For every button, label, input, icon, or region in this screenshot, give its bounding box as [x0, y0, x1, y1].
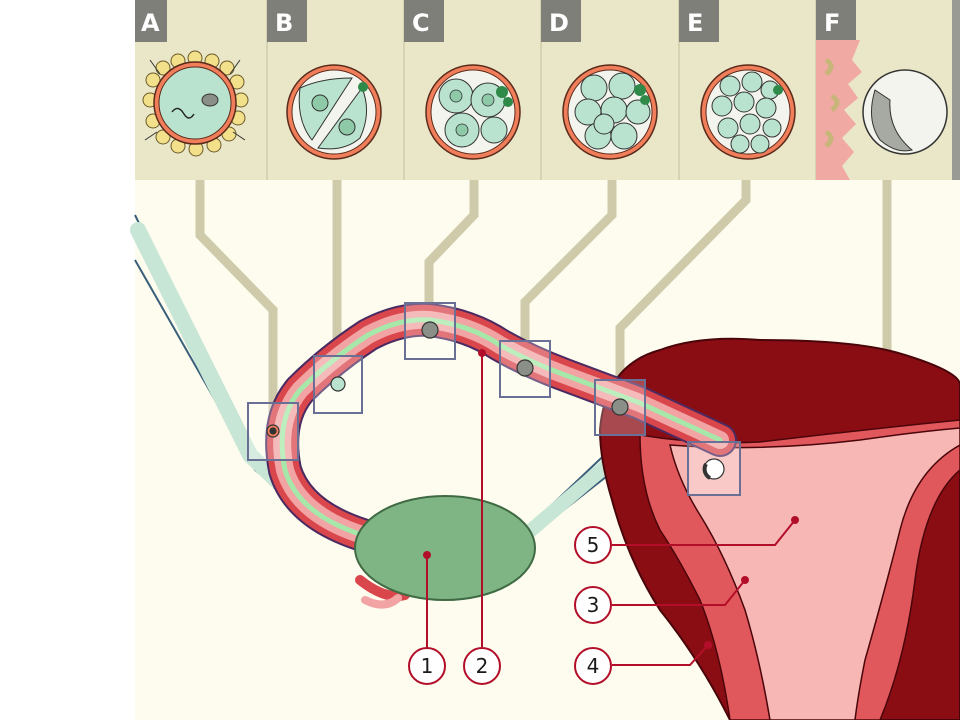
svg-text:3: 3 — [587, 593, 600, 617]
fallopian-tube — [265, 302, 737, 609]
label-2: 2 — [463, 647, 501, 685]
leader-lines — [423, 349, 799, 666]
label-4: 4 — [574, 647, 612, 685]
tube-embryos — [266, 321, 725, 480]
zygote-illustration — [142, 50, 249, 157]
eight-cell-illustration — [562, 64, 658, 160]
panel-tab-a: A — [135, 0, 167, 42]
frame-e — [594, 379, 646, 436]
svg-text:E: E — [687, 9, 703, 37]
four-cell-illustration — [425, 64, 521, 160]
panel-tab-c: C — [404, 0, 444, 42]
panel-tab-b: B — [267, 0, 307, 42]
svg-text:B: B — [275, 9, 293, 37]
svg-text:C: C — [412, 9, 430, 37]
panel-tab-f: F — [816, 0, 856, 42]
svg-text:5: 5 — [587, 533, 600, 557]
svg-text:A: A — [141, 9, 160, 37]
morula-illustration — [700, 64, 796, 160]
svg-text:F: F — [824, 9, 840, 37]
label-5: 5 — [574, 526, 612, 564]
svg-text:2: 2 — [476, 654, 489, 678]
panel-tab-d: D — [541, 0, 581, 42]
panel-tab-e: E — [679, 0, 719, 42]
two-cell-illustration — [286, 64, 382, 160]
ovary — [354, 495, 536, 601]
svg-text:D: D — [549, 9, 569, 37]
blastocyst-illustration — [816, 40, 948, 180]
label-3: 3 — [574, 586, 612, 624]
stage-panels: A B C D E F — [135, 0, 960, 180]
left-margin — [0, 0, 135, 720]
label-1: 1 — [408, 647, 446, 685]
svg-text:1: 1 — [421, 654, 434, 678]
svg-text:4: 4 — [587, 654, 600, 678]
